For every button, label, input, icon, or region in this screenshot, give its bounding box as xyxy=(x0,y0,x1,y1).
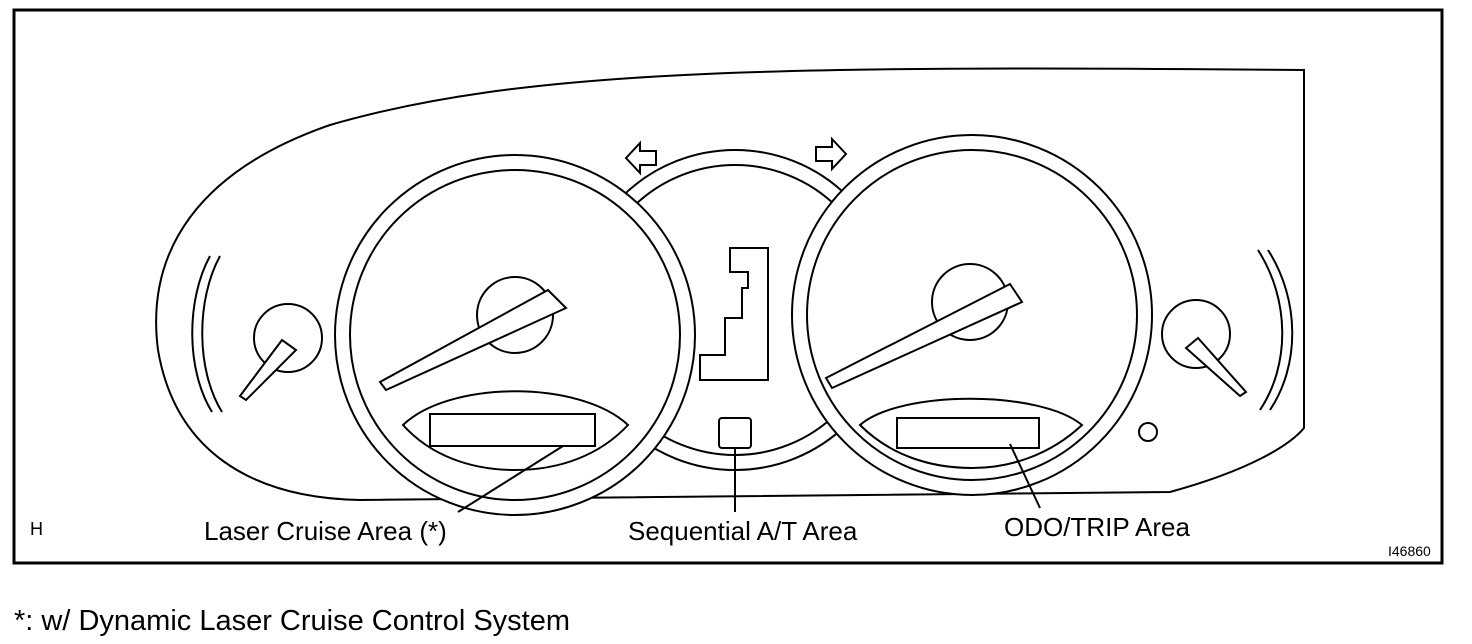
left-gauge xyxy=(334,154,696,516)
left-gauge-needle xyxy=(378,288,568,392)
small-right-gauge xyxy=(1161,249,1294,411)
right-turn-arrow-icon xyxy=(815,136,848,172)
small-left-gauge xyxy=(191,255,323,413)
right-gauge xyxy=(791,134,1153,496)
right-gauge-lower-panel xyxy=(858,397,1084,470)
odo-trip-display xyxy=(896,417,1040,449)
laser-cruise-leader xyxy=(457,445,564,513)
laser-cruise-display xyxy=(429,413,596,447)
corner-label: H xyxy=(30,519,43,539)
right-gauge-needle xyxy=(824,282,1024,390)
laser-cruise-label: Laser Cruise Area (*) xyxy=(204,516,447,546)
left-gauge-lower-panel xyxy=(401,390,630,472)
figure-frame xyxy=(12,8,1444,565)
left-turn-arrow-icon xyxy=(624,140,657,176)
shift-gate xyxy=(699,247,769,381)
sequential-at-label: Sequential A/T Area xyxy=(628,516,858,546)
odo-trip-leader xyxy=(1009,443,1041,509)
sequential-at-display xyxy=(718,417,752,449)
cluster-housing xyxy=(155,67,1305,502)
odo-trip-label: ODO/TRIP Area xyxy=(1004,512,1190,542)
figure-code: I46860 xyxy=(1388,543,1431,559)
footnote: *: w/ Dynamic Laser Cruise Control Syste… xyxy=(14,605,570,637)
trip-reset-knob xyxy=(1138,422,1158,442)
